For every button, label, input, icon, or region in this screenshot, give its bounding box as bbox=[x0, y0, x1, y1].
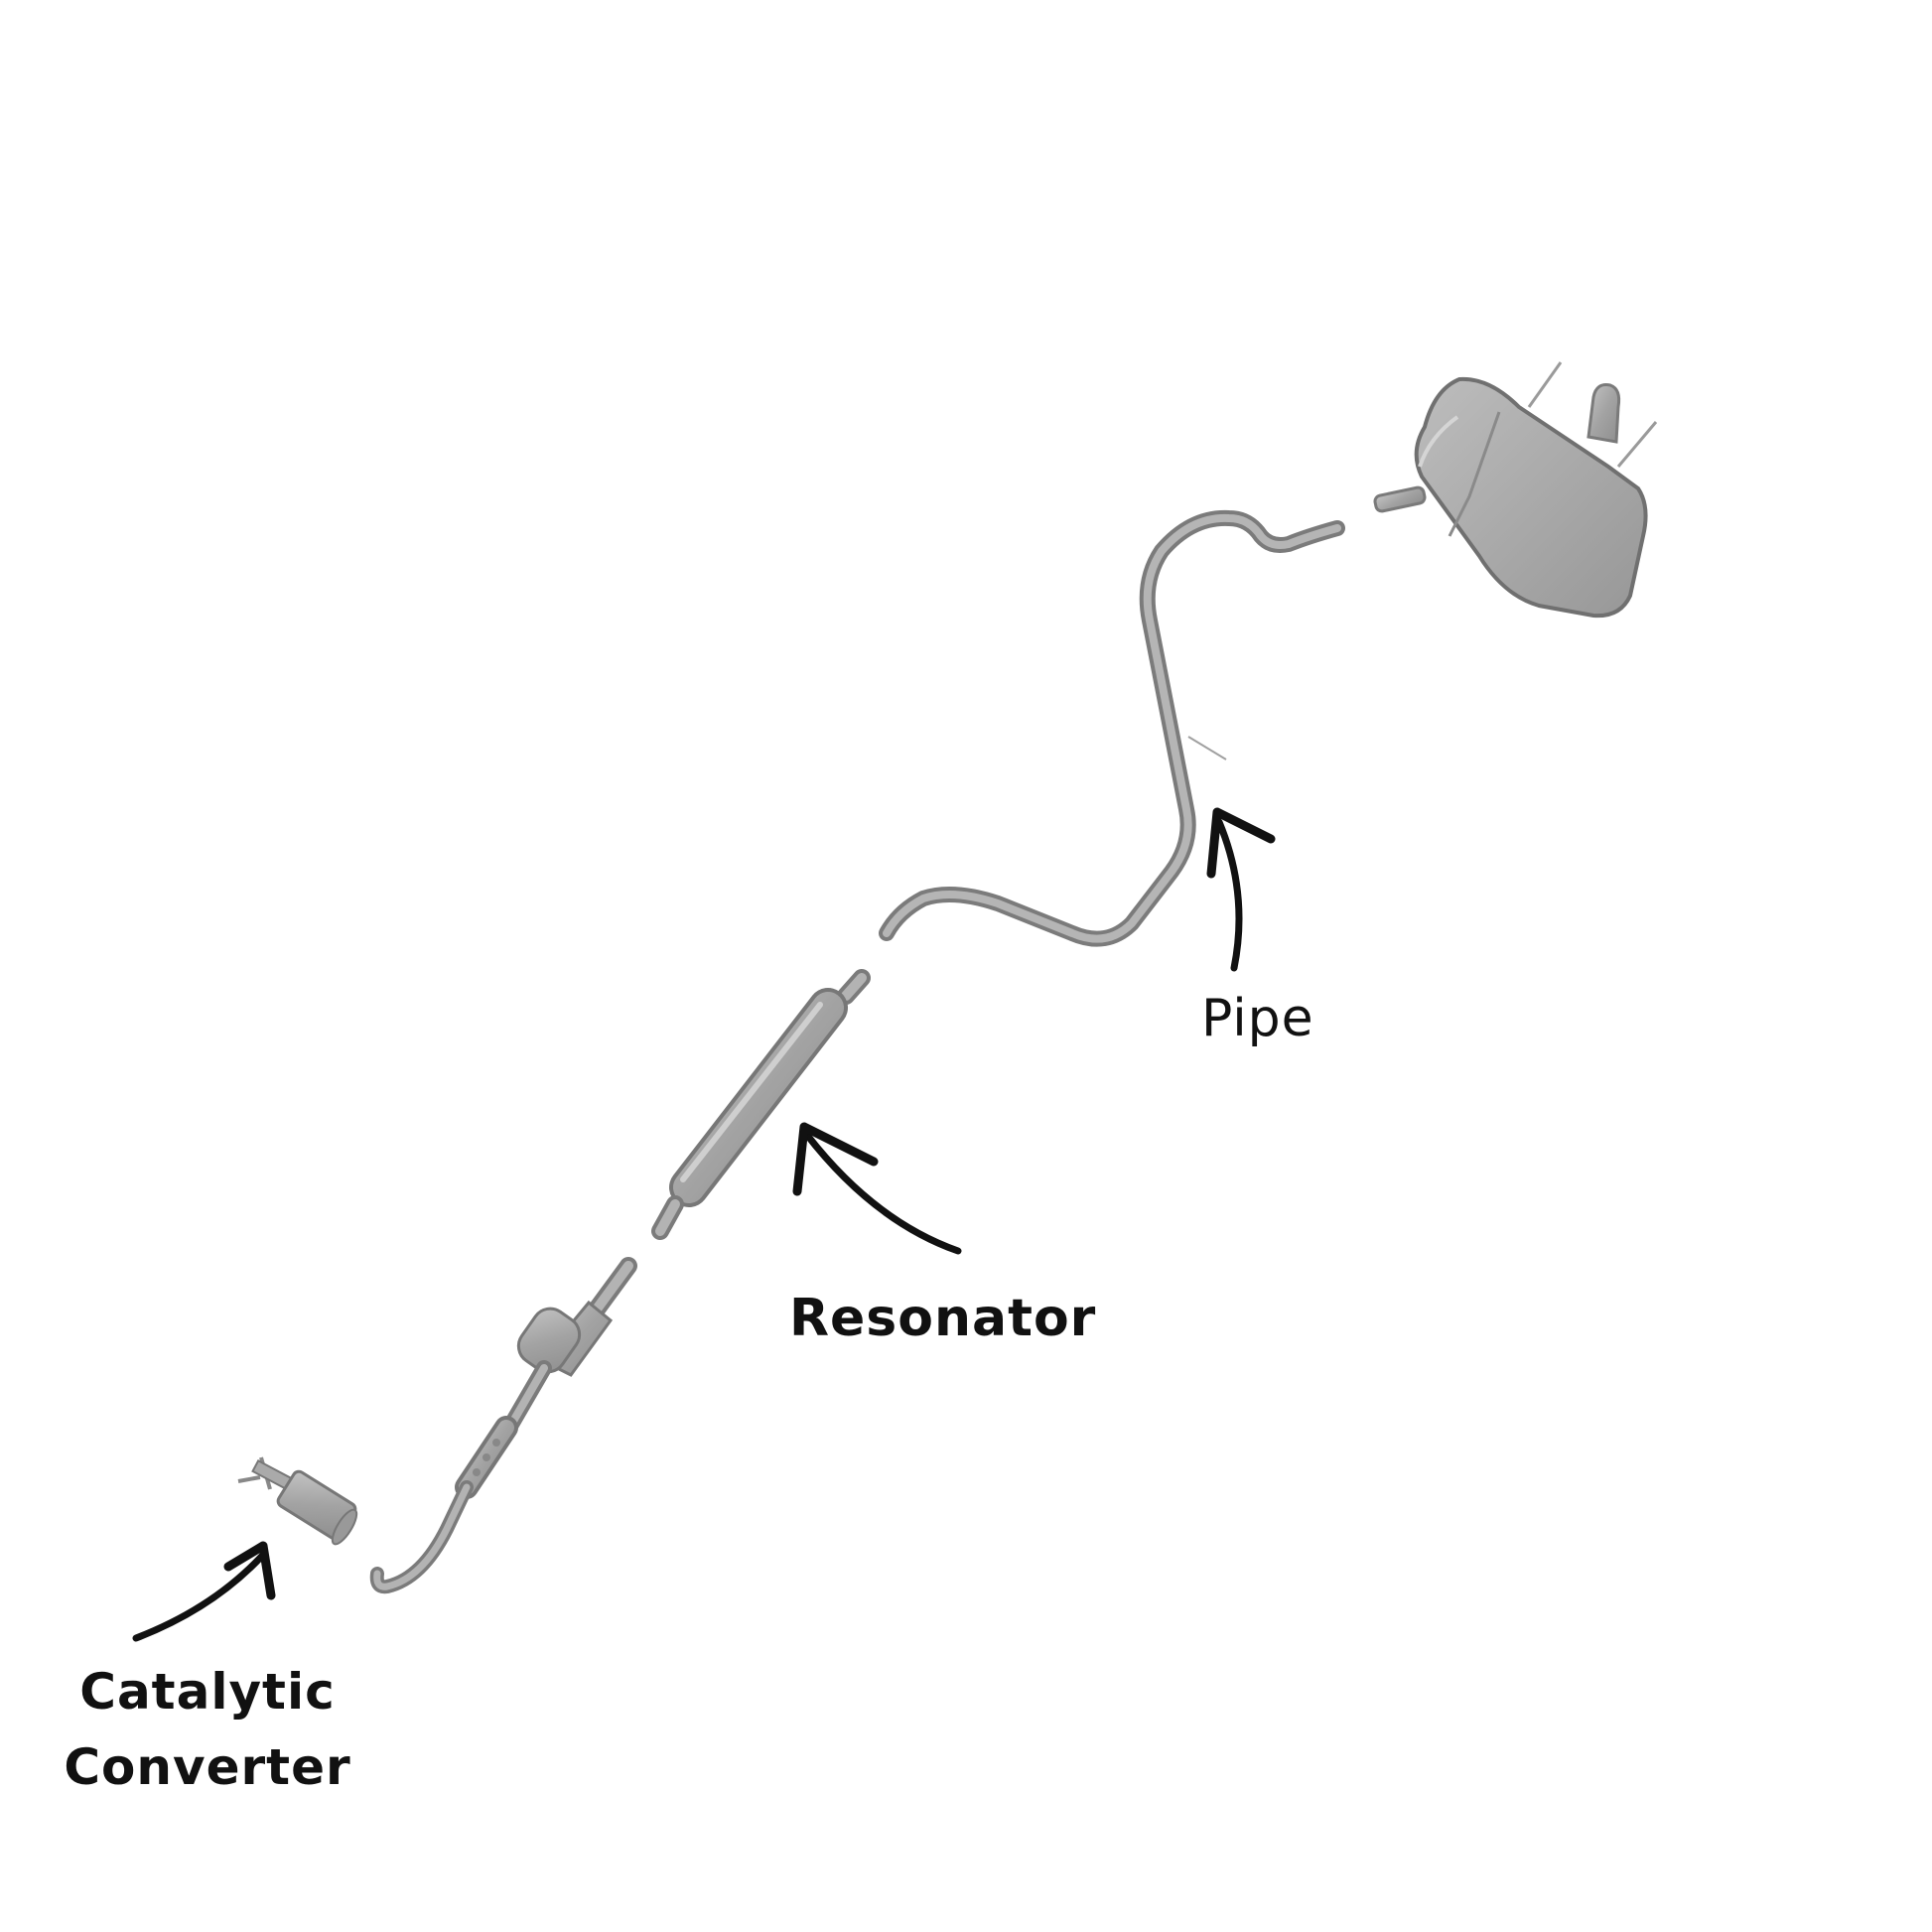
catalytic-converter-arrow-icon bbox=[132, 1541, 276, 1642]
resonator bbox=[651, 969, 871, 1240]
pipe bbox=[879, 509, 1345, 947]
resonator-arrow-icon bbox=[792, 1122, 962, 1255]
catalytic-converter bbox=[237, 1456, 358, 1546]
catalytic-converter-label: Catalytic Converter bbox=[64, 1654, 351, 1805]
catalytic-converter-label-line1: Catalytic bbox=[79, 1663, 336, 1721]
muffler bbox=[1373, 361, 1658, 619]
front-pipe bbox=[369, 1257, 637, 1594]
pipe-label: Pipe bbox=[1201, 989, 1314, 1048]
catalytic-converter-label-line2: Converter bbox=[64, 1738, 351, 1796]
resonator-label: Resonator bbox=[789, 1289, 1097, 1348]
pipe-arrow-icon bbox=[1206, 807, 1276, 972]
